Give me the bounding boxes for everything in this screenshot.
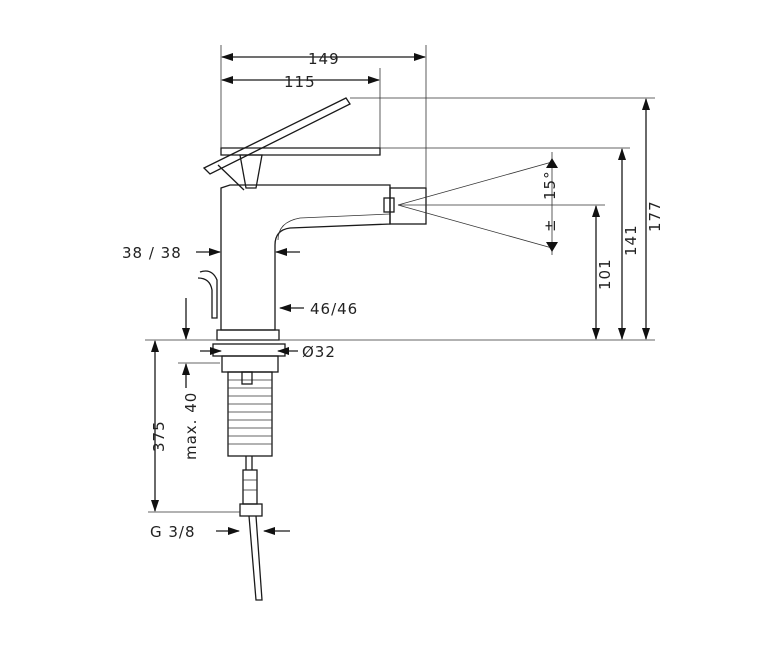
dim-angle [397,152,558,255]
dim-depth-total-label: 375 [150,420,168,452]
dim-width-lever [221,68,381,148]
dim-base-width-label: 46/46 [310,300,358,318]
lever-handle [202,97,381,191]
dim-base-width [182,298,304,340]
mounting-thread [212,343,286,457]
dim-depth-total [148,340,240,513]
dim-max-thickness-label: max. 40 [182,392,200,460]
dim-diameter-label: Ø32 [302,343,336,361]
dim-height-spout [400,204,605,340]
dim-max-thickness [178,362,220,388]
dim-height-lever-label: 141 [622,224,640,256]
dim-height-total [350,97,655,340]
dim-angle-label: 15° [541,170,559,200]
supply-hose [239,456,263,601]
spout-nozzle [383,187,427,225]
dim-height-lever [380,147,630,340]
dim-width-lever-label: 115 [284,73,316,91]
faucet-body [197,184,391,341]
dim-connection-label: G 3/8 [150,523,196,541]
dim-body-width-label: 38 / 38 [122,244,182,262]
dim-height-total-label: 177 [646,200,664,232]
dim-width-total-label: 149 [308,50,340,68]
dim-width-total [220,45,427,188]
dim-angle-pm: ± [541,218,559,232]
dim-height-spout-label: 101 [596,258,614,290]
